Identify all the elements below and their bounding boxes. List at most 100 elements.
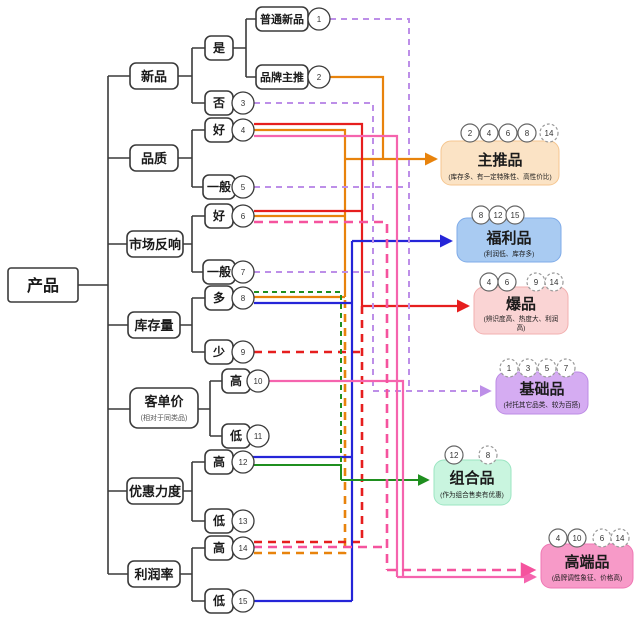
badge-num: 2 <box>468 129 473 138</box>
leaf-pinpai-zhutui: 品牌主推 <box>255 64 309 90</box>
badge-circle <box>567 528 587 548</box>
branch-label: 利润率 <box>134 567 173 582</box>
option-duo: 多 <box>204 285 234 311</box>
circle-12 <box>231 450 255 474</box>
badge-num: 4 <box>487 278 492 287</box>
badge-circle <box>460 123 480 143</box>
category-note: (作为组合售卖有优惠) <box>440 490 504 499</box>
option-label: 低 <box>212 513 225 528</box>
badge-circle-dashed <box>610 528 630 548</box>
circle-7 <box>231 260 255 284</box>
circle-15-num: 15 <box>239 597 248 606</box>
circle-10-num: 10 <box>254 377 263 386</box>
branch-lirun: 利润率 <box>127 560 181 588</box>
badge-num: 15 <box>511 211 520 220</box>
branch-label: 市场反响 <box>129 237 181 252</box>
circle-2 <box>307 65 331 89</box>
badge-circle <box>444 445 464 465</box>
red-dashed-line <box>254 306 364 544</box>
option-shi: 是 <box>204 35 234 61</box>
circle-14 <box>231 536 255 560</box>
badge-num: 12 <box>450 451 459 460</box>
circle-3-num: 3 <box>241 99 246 108</box>
category-zuhe: 12 8 组合品 (作为组合售卖有优惠) <box>433 445 512 506</box>
flow-lines-blue-fuli <box>253 234 453 603</box>
option-label: 是 <box>212 41 226 55</box>
category-box <box>540 543 634 589</box>
option-label: 高 <box>213 454 225 469</box>
category-note: (辨识度高、热度大、利润 <box>484 314 559 323</box>
flow-lines-pink-gaoduan <box>253 134 537 584</box>
badge-circle <box>517 123 537 143</box>
option-box <box>204 35 234 61</box>
option-gao-kedanjia: 高 <box>221 368 251 394</box>
badge-circle-dashed <box>518 358 538 378</box>
flow-lines-red-bao <box>254 122 470 544</box>
category-title: 主推品 <box>477 151 522 169</box>
badge-num: 6 <box>600 534 605 543</box>
option-label: 好 <box>212 208 225 223</box>
branch-box <box>129 387 199 429</box>
circle-14-num: 14 <box>239 544 248 553</box>
root-node-product: 产品 <box>7 267 79 303</box>
circle-13 <box>231 509 255 533</box>
branch-box <box>126 477 184 505</box>
root-label: 产品 <box>27 276 59 295</box>
root-box <box>7 267 79 303</box>
badge-circle-dashed <box>556 358 576 378</box>
circle-1-num: 1 <box>317 15 322 24</box>
option-yiban-pinzhi: 一般 <box>202 174 236 200</box>
flow-lines-orange-zhutui <box>254 75 438 555</box>
badge-num: 3 <box>526 364 531 373</box>
branch-label: 优惠力度 <box>129 484 182 499</box>
category-note: (品牌调性象征、价格高) <box>552 573 622 582</box>
option-shao: 少 <box>204 339 234 365</box>
badge-num: 6 <box>505 278 510 287</box>
circle-5-num: 5 <box>241 183 246 192</box>
branch-kucun: 库存量 <box>127 311 181 339</box>
option-yiban-shichang: 一般 <box>202 259 236 285</box>
option-label: 好 <box>212 122 225 137</box>
circle-8 <box>231 286 255 310</box>
badge-num: 1 <box>507 364 512 373</box>
badge-num: 5 <box>545 364 550 373</box>
branch-label: 品质 <box>141 151 167 166</box>
circle-6 <box>231 204 255 228</box>
option-label: 一般 <box>207 179 231 194</box>
blue-line <box>253 241 354 603</box>
branch-shichang: 市场反响 <box>126 230 184 258</box>
badge-circle <box>548 528 568 548</box>
red-line <box>254 122 364 306</box>
category-note: (利润低、库存多) <box>484 249 535 258</box>
branch-youhui: 优惠力度 <box>126 477 184 505</box>
branch-pinzhi: 品质 <box>129 144 179 172</box>
category-title: 爆品 <box>506 296 536 313</box>
circle-9-num: 9 <box>241 348 246 357</box>
tree-connectors <box>78 18 256 602</box>
circle-5 <box>231 175 255 199</box>
badge-circle <box>498 123 518 143</box>
branch-box <box>127 560 181 588</box>
option-label: 高 <box>230 373 242 388</box>
flow-lines-purple-jichu <box>254 18 492 397</box>
circle-4 <box>231 118 255 142</box>
option-di-youhui: 低 <box>204 508 234 534</box>
badge-num: 6 <box>506 129 511 138</box>
circle-15 <box>231 589 255 613</box>
category-note: (衬托其它品类、较为百搭) <box>504 400 581 409</box>
branch-box <box>129 62 179 90</box>
circle-11 <box>246 424 270 448</box>
circle-1 <box>307 7 331 31</box>
pink-line <box>254 134 405 577</box>
circle-12-num: 12 <box>239 458 248 467</box>
option-gao-lirun: 高 <box>204 535 234 561</box>
badge-num: 14 <box>550 278 559 287</box>
branch-box <box>126 230 184 258</box>
category-note: (库存多、有一定特殊性、高性价比) <box>448 172 551 181</box>
orange-line <box>254 75 385 299</box>
badge-num: 8 <box>479 211 484 220</box>
category-box <box>473 286 569 335</box>
circle-10 <box>246 369 270 393</box>
circle-13-num: 13 <box>239 517 248 526</box>
